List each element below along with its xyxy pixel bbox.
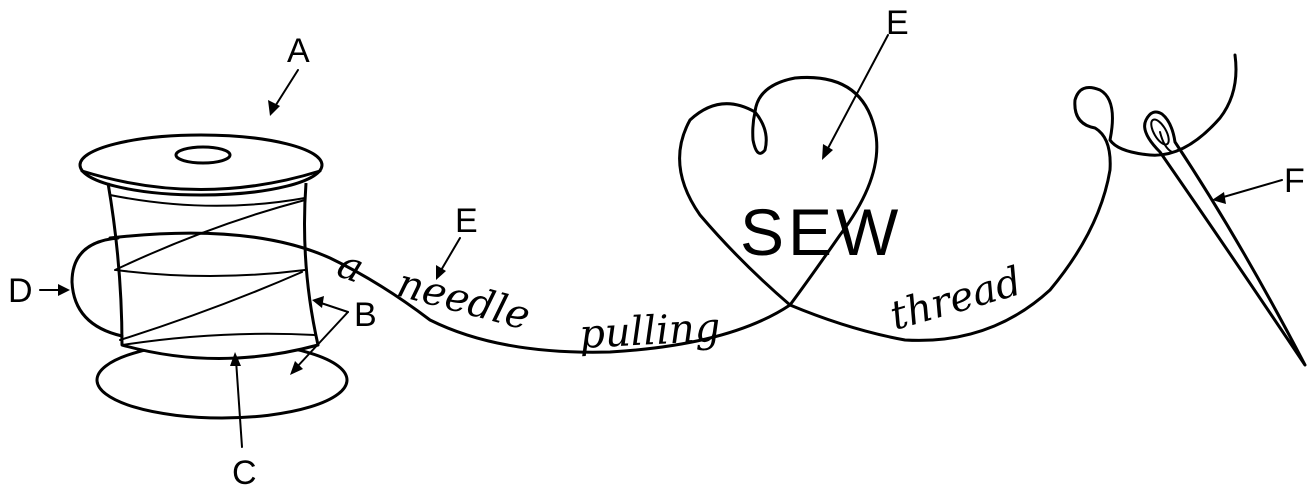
callout-label-c: C — [232, 454, 257, 492]
heart-text: SEW — [740, 195, 902, 269]
callout-label-e-heart: E — [886, 4, 909, 42]
thread-loose-loop — [72, 238, 122, 336]
arrowhead-e-heart — [822, 144, 833, 160]
callout-label-f: F — [1284, 162, 1305, 200]
heart-curl — [753, 112, 767, 153]
callout-arrow-c — [236, 360, 242, 447]
thread-spool — [72, 135, 347, 418]
callout-label-b: B — [354, 296, 377, 334]
arrowhead-b-upper — [312, 296, 324, 308]
spool-body — [108, 183, 318, 359]
callout-label-d: D — [8, 272, 33, 310]
thread-word-thread: thread — [885, 258, 1027, 339]
thread-word-a: a — [332, 241, 370, 292]
callout-arrow-e-heart — [826, 35, 888, 152]
callout-arrow-a — [274, 70, 298, 108]
thread-word-pulling: pulling — [578, 305, 721, 358]
thread-word-needle: needle — [392, 260, 534, 339]
spool-center-hole — [176, 147, 230, 163]
callout-label-e-text: E — [455, 202, 478, 240]
callout-arrow-f — [1220, 180, 1282, 198]
arrowhead-d — [58, 284, 70, 296]
callout-label-a: A — [287, 32, 310, 70]
callout-arrow-e-text — [440, 238, 460, 272]
needle — [1145, 112, 1305, 365]
